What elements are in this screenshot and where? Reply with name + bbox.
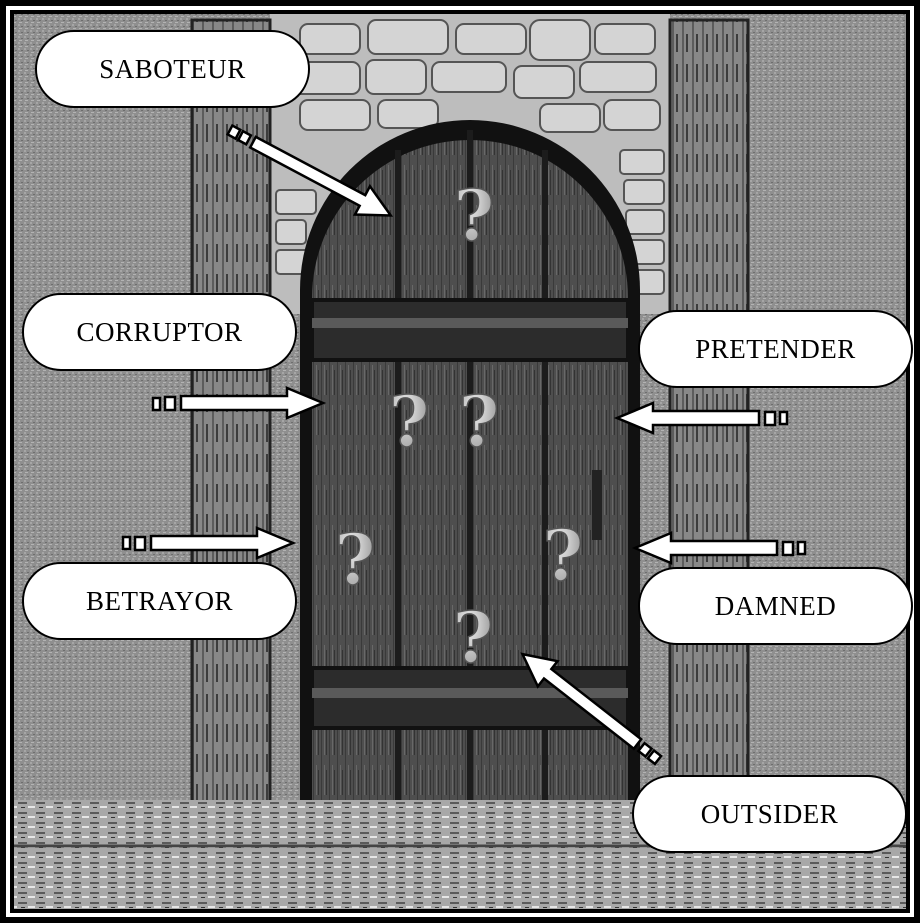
arrow-betrayor	[121, 526, 297, 560]
label-damned: DAMNED	[638, 567, 913, 645]
left-pillar	[192, 20, 270, 845]
door-band-top	[310, 298, 630, 362]
arrow-outsider	[520, 652, 663, 766]
question-marks: ? ? ? ? ? ?	[334, 173, 585, 680]
question-mark-6: ?	[452, 596, 493, 679]
arrow-damned	[631, 531, 807, 565]
question-mark-5: ?	[542, 514, 583, 597]
label-pretender: PRETENDER	[638, 310, 913, 388]
label-saboteur: SABOTEUR	[35, 30, 310, 108]
question-mark-1: ?	[453, 174, 494, 257]
label-corruptor: CORRUPTOR	[22, 293, 297, 371]
label-outsider: OUTSIDER	[632, 775, 907, 853]
right-pillar	[670, 20, 748, 845]
arrow-pretender	[613, 401, 789, 435]
label-betrayor: BETRAYOR	[22, 562, 297, 640]
door-handle	[592, 470, 602, 540]
arrow-corruptor	[151, 386, 327, 420]
question-mark-2: ?	[388, 380, 429, 463]
question-mark-4: ?	[334, 518, 375, 601]
arrow-saboteur	[225, 123, 394, 217]
arrows	[121, 123, 807, 766]
question-mark-3: ?	[458, 380, 499, 463]
